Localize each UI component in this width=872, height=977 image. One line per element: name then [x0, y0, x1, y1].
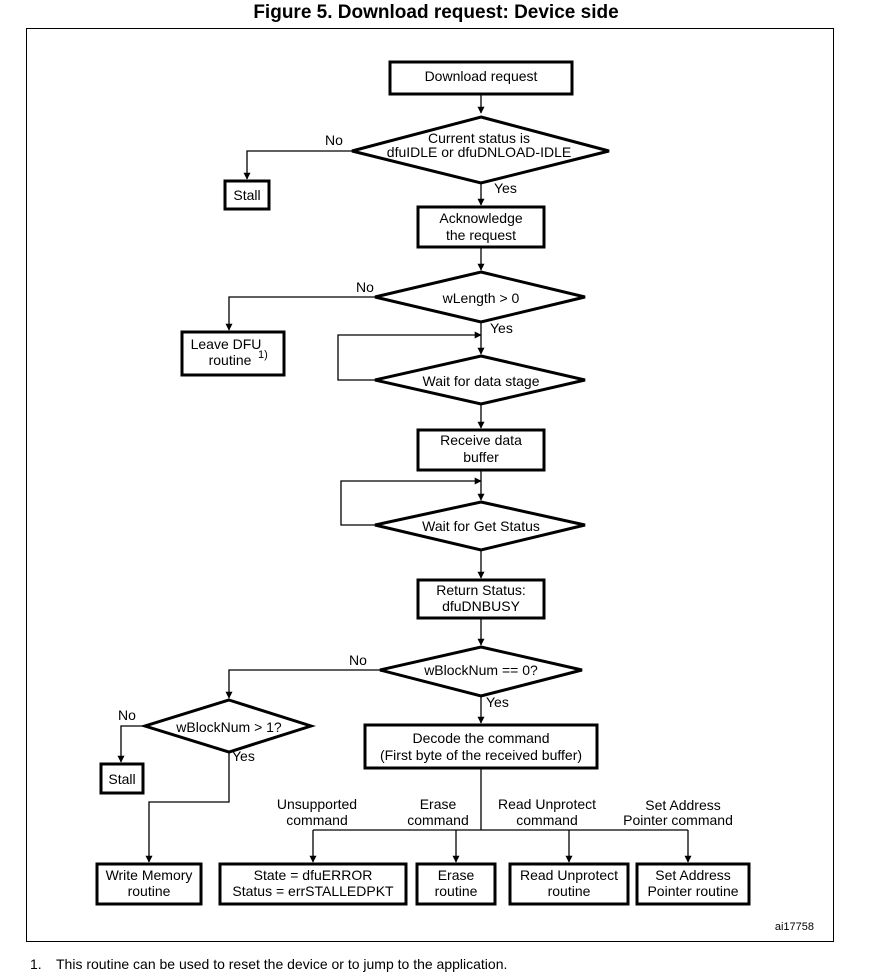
label-erase: command [407, 812, 468, 828]
node-decode-command: Decode the command (First byte of the re… [363, 723, 599, 770]
node-text: (First byte of the received buffer) [380, 747, 582, 763]
edge-status-no-to-stall [243, 150, 352, 180]
loop-wait-data [337, 331, 482, 381]
node-text: Pointer routine [647, 883, 738, 899]
node-text: State = dfuERROR [254, 867, 373, 883]
node-text: Wait for data stage [423, 373, 540, 389]
node-return-status: Return Status: dfuDNBUSY [416, 578, 546, 620]
node-text: wLength > 0 [442, 290, 520, 306]
node-text: Current status is [428, 130, 530, 146]
node-text: dfuDNBUSY [442, 598, 520, 614]
node-leave-dfu: Leave DFU routine 1) [180, 330, 286, 377]
label-read-unprotect: command [516, 812, 577, 828]
node-text: Write Memory [106, 867, 193, 883]
connectors [117, 94, 692, 863]
node-text: Leave DFU [191, 336, 262, 352]
node-text: Decode the command [413, 730, 550, 746]
node-text: the request [446, 227, 516, 243]
node-write-memory: Write Memory routine [95, 862, 203, 906]
label-no: No [356, 279, 374, 295]
label-unsupported: Unsupported [277, 796, 357, 812]
node-text: Read Unprotect [520, 867, 618, 883]
node-text: wBlockNum > 1? [175, 719, 282, 735]
edge-decode-branch [313, 768, 688, 831]
node-text: routine [548, 883, 591, 899]
node-text: Receive data [440, 432, 522, 448]
node-current-status: Current status is dfuIDLE or dfuDNLOAD-I… [351, 115, 610, 185]
node-text: wBlockNum == 0? [423, 662, 538, 678]
node-acknowledge: Acknowledge the request [416, 205, 546, 249]
node-wait-data: Wait for data stage [374, 354, 586, 406]
label-yes: Yes [486, 694, 509, 710]
footnote: 1. This routine can be used to reset the … [30, 956, 507, 972]
node-text: buffer [463, 449, 499, 465]
label-unsupported: command [286, 812, 347, 828]
edge-wblocknum0-no-to-wblocknum1 [225, 669, 380, 699]
node-set-address-routine: Set Address Pointer routine [635, 862, 751, 906]
node-wlength: wLength > 0 [374, 270, 586, 324]
node-text: Acknowledge [439, 210, 522, 226]
node-text: Return Status: [436, 582, 526, 598]
label-no: No [118, 707, 136, 723]
node-wait-status: Wait for Get Status [374, 500, 586, 552]
node-text: Set Address [655, 867, 731, 883]
label-yes: Yes [494, 180, 517, 196]
node-wblocknum-gt1: wBlockNum > 1? [139, 698, 316, 754]
node-download-request: Download request [388, 60, 574, 96]
footnote-text: This routine can be used to reset the de… [56, 956, 508, 972]
node-wblocknum-zero: wBlockNum == 0? [379, 645, 583, 698]
figure-title: Figure 5. Download request: Device side [253, 2, 619, 23]
node-read-unprotect-routine: Read Unprotect routine [508, 862, 630, 906]
label-no: No [325, 132, 343, 148]
footnote-marker: 1) [258, 349, 268, 361]
loop-wait-status [340, 477, 482, 526]
node-text: Download request [425, 68, 538, 84]
node-text: routine [128, 883, 171, 899]
label-yes: Yes [490, 320, 513, 336]
node-text: Erase [438, 867, 475, 883]
label-set-address: Pointer command [623, 812, 733, 828]
edge-wblocknum1-yes-to-write [145, 752, 230, 863]
node-stall-1: Stall [223, 179, 271, 211]
node-receive-data: Receive data buffer [416, 428, 546, 472]
node-text: Status = errSTALLEDPKT [232, 883, 394, 899]
edge-wlength-no-to-leave [225, 296, 375, 331]
edge-wblocknum1-no-to-stall [117, 725, 145, 763]
node-text: Stall [233, 187, 260, 203]
edge-labels: No Yes No Yes No Yes No Yes Unsupported … [118, 132, 733, 828]
figure-id: ai17758 [775, 921, 814, 933]
diagram-frame [26, 28, 834, 942]
label-read-unprotect: Read Unprotect [498, 796, 596, 812]
label-yes: Yes [232, 748, 255, 764]
node-text: routine [435, 883, 478, 899]
label-no: No [349, 652, 367, 668]
node-state-error: State = dfuERROR Status = errSTALLEDPKT [218, 862, 408, 906]
node-erase-routine: Erase routine [415, 862, 497, 906]
label-set-address: Set Address [645, 797, 721, 813]
footnote-number: 1. [30, 956, 42, 972]
node-stall-2: Stall [99, 762, 145, 795]
node-text: dfuIDLE or dfuDNLOAD-IDLE [387, 144, 571, 160]
node-text: Wait for Get Status [422, 518, 540, 534]
node-text: Stall [108, 771, 135, 787]
node-text: routine [209, 352, 252, 368]
label-erase: Erase [420, 796, 457, 812]
